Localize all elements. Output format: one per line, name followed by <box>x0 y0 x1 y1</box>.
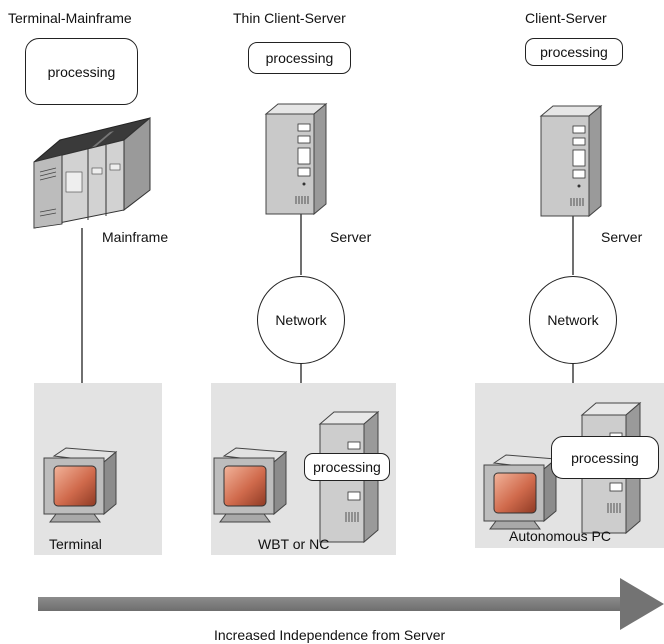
mainframe-processing-box: processing <box>25 38 138 105</box>
thin-client-monitor-icon <box>213 447 287 523</box>
mainframe-label: Mainframe <box>102 229 169 245</box>
terminal-label: Terminal <box>49 536 102 552</box>
thin-network-node: Network <box>257 276 345 364</box>
title-client-server: Client-Server <box>525 10 607 26</box>
client-server-server-icon <box>540 105 602 217</box>
autonomous-pc-processing-box: processing <box>551 436 659 479</box>
title-terminal-mainframe: Terminal-Mainframe <box>8 10 132 26</box>
cs-network-node: Network <box>529 276 617 364</box>
thin-client-processing-box: processing <box>304 453 390 481</box>
mainframe-icon <box>33 116 151 229</box>
thin-client-server-icon <box>265 103 327 215</box>
autonomous-pc-label: Autonomous PC <box>509 528 611 544</box>
title-thin-client-server: Thin Client-Server <box>233 10 346 26</box>
terminal-monitor-icon <box>43 447 117 523</box>
thin-server-label: Server <box>330 229 372 245</box>
arrow-caption: Increased Independence from Server <box>214 627 446 643</box>
wbt-nc-label: WBT or NC <box>258 536 330 552</box>
cs-server-processing-box: processing <box>525 38 623 66</box>
cs-server-label: Server <box>601 229 643 245</box>
independence-arrow <box>38 578 664 630</box>
autonomous-pc-monitor-icon <box>483 454 557 530</box>
thin-server-processing-box: processing <box>248 42 351 74</box>
